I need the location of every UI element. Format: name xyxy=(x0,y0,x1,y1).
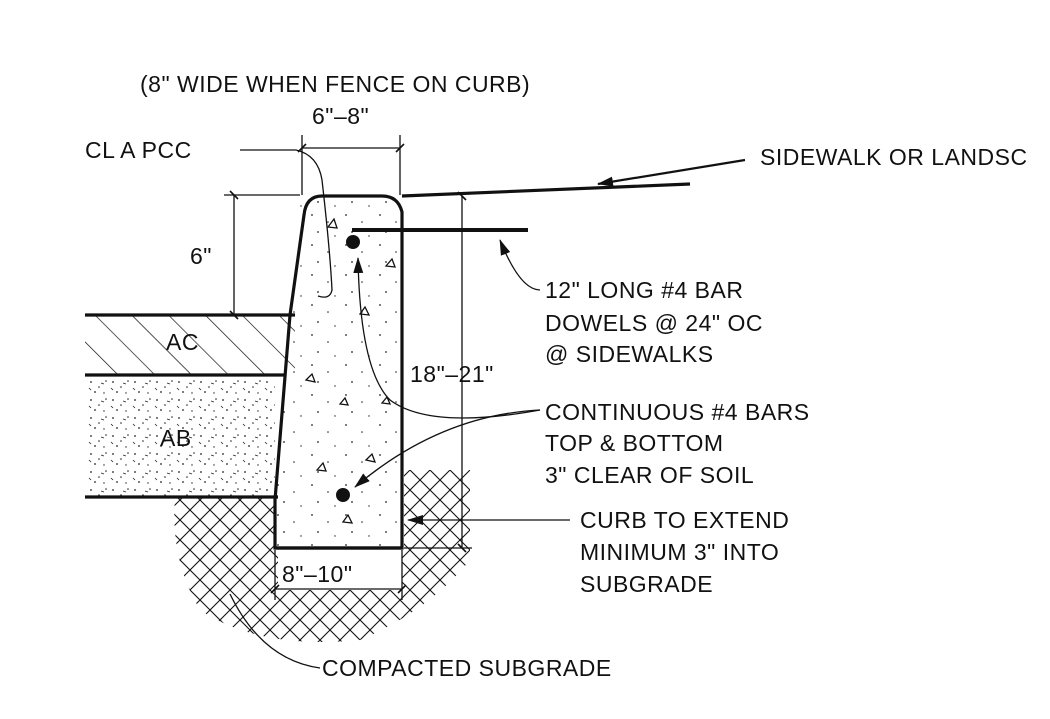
title-label: (8" WIDE WHEN FENCE ON CURB) xyxy=(140,71,530,97)
top-width-label: 6"–8" xyxy=(312,103,369,129)
sidewalk-surface xyxy=(401,182,691,198)
bars-line-1: CONTINUOUS #4 BARS xyxy=(545,399,810,425)
extend-line-2: MINIMUM 3" INTO xyxy=(580,539,779,565)
height-label: 18"–21" xyxy=(410,361,494,387)
extend-line-1: CURB TO EXTEND xyxy=(580,507,789,533)
top-bar xyxy=(346,235,360,249)
cl-a-pcc-leader xyxy=(240,149,333,298)
six-inch-label: 6" xyxy=(190,243,212,269)
dowel-leader xyxy=(499,239,541,291)
bars-line-2: TOP & BOTTOM xyxy=(545,430,724,456)
subgrade-label: COMPACTED SUBGRADE xyxy=(322,655,612,681)
extend-line-3: SUBGRADE xyxy=(580,571,713,597)
curb-body xyxy=(273,194,404,550)
sidewalk-label: SIDEWALK OR LANDSC xyxy=(760,144,1028,170)
ab-layer xyxy=(85,377,278,499)
height-dimension xyxy=(404,191,472,553)
bottom-width-dimension xyxy=(270,550,407,600)
dowels-line-3: @ SIDEWALKS xyxy=(545,341,714,367)
subgrade-leader xyxy=(229,593,321,669)
bottom-bar xyxy=(336,488,350,502)
cl-a-pcc-label: CL A PCC xyxy=(85,137,192,163)
sidewalk-leader xyxy=(597,158,746,187)
bars-line-3: 3" CLEAR OF SOIL xyxy=(545,462,754,488)
dowels-line-2: DOWELS @ 24" OC xyxy=(545,310,763,336)
top-width-dimension xyxy=(297,135,405,195)
bottom-bar-leader xyxy=(354,409,541,488)
six-inch-dimension xyxy=(224,190,300,320)
ac-label: AC xyxy=(166,329,199,355)
dowels-line-1: 12" LONG #4 BAR xyxy=(545,277,743,303)
ab-label: AB xyxy=(160,425,192,451)
ac-layer xyxy=(85,313,295,377)
top-bar-leader xyxy=(353,257,541,419)
bottom-width-label: 8"–10" xyxy=(282,561,353,587)
subgrade-hatch xyxy=(174,470,470,642)
